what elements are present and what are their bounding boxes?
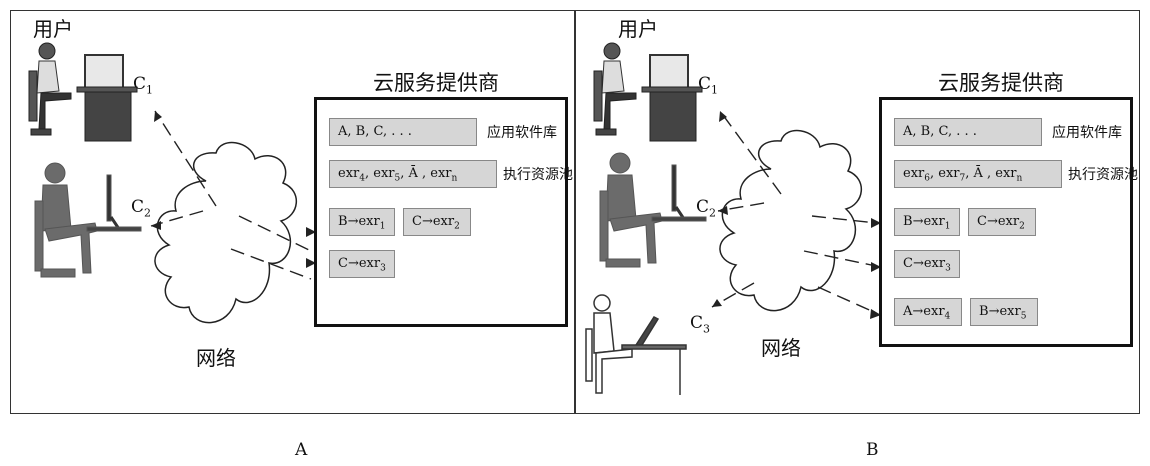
user-at-desk-icon xyxy=(28,42,138,142)
user-at-desk-icon xyxy=(593,42,703,142)
arrowheads xyxy=(712,111,881,319)
network-label: 网络 xyxy=(196,346,236,370)
client-label-c2: C2 xyxy=(131,197,152,220)
cloud-provider-box: A, B, C, . . . 应用软件库 exr6, exr7, Ā , exr… xyxy=(879,97,1138,347)
connection-lines xyxy=(711,110,877,314)
provider-title: 云服务提供商 xyxy=(373,71,499,95)
user-silhouette-icon xyxy=(599,152,707,268)
assignment-cell: C→exr3 xyxy=(329,250,395,278)
assignment-cell: B→exr5 xyxy=(970,298,1038,326)
panel-b-graphics xyxy=(585,42,881,395)
software-library-cell: A, B, C, . . . xyxy=(329,118,477,146)
caption-b: B xyxy=(866,440,879,460)
users-title: 用户 xyxy=(33,17,73,41)
user-laptop-icon xyxy=(585,294,687,395)
client-label-c2: C2 xyxy=(696,197,717,220)
caption-a: A xyxy=(295,440,308,460)
client-label-c3: C3 xyxy=(690,313,711,336)
client-label-c1: C1 xyxy=(698,74,719,97)
user-silhouette-icon xyxy=(34,162,142,278)
provider-title: 云服务提供商 xyxy=(938,71,1064,95)
resource-pool-label: 执行资源池 xyxy=(1068,167,1138,183)
panel-a-graphics xyxy=(28,42,316,324)
assignment-cell: B→exr1 xyxy=(329,208,395,236)
cloud-provider-box: A, B, C, . . . 应用软件库 exr4, exr5, Ā , exr… xyxy=(314,97,573,327)
assignment-cell: C→exr2 xyxy=(403,208,471,236)
resource-pool-cell: exr6, exr7, Ā , exrn xyxy=(894,160,1062,188)
arrowheads xyxy=(151,111,316,268)
network-label: 网络 xyxy=(761,336,801,360)
panel-b: 用户 C1 C2 C3 网络 云服务提供商 A, B, C, . . . 应用软… xyxy=(575,10,1140,414)
panel-a: 用户 C1 C2 网络 云服务提供商 A, B, C, . . . 应用软件库 … xyxy=(10,10,575,414)
software-library-label: 应用软件库 xyxy=(487,125,557,141)
assignment-cell: C→exr3 xyxy=(894,250,960,278)
network-cloud-shape xyxy=(154,141,298,324)
resource-pool-label: 执行资源池 xyxy=(503,167,573,183)
network-cloud-shape xyxy=(719,129,863,312)
client-label-c1: C1 xyxy=(133,74,154,97)
assignment-cell: A→exr4 xyxy=(894,298,962,326)
software-library-label: 应用软件库 xyxy=(1052,125,1122,141)
users-title: 用户 xyxy=(618,17,658,41)
assignment-cell: C→exr2 xyxy=(968,208,1036,236)
software-library-cell: A, B, C, . . . xyxy=(894,118,1042,146)
assignment-cell: B→exr1 xyxy=(894,208,960,236)
resource-pool-cell: exr4, exr5, Ā , exrn xyxy=(329,160,497,188)
